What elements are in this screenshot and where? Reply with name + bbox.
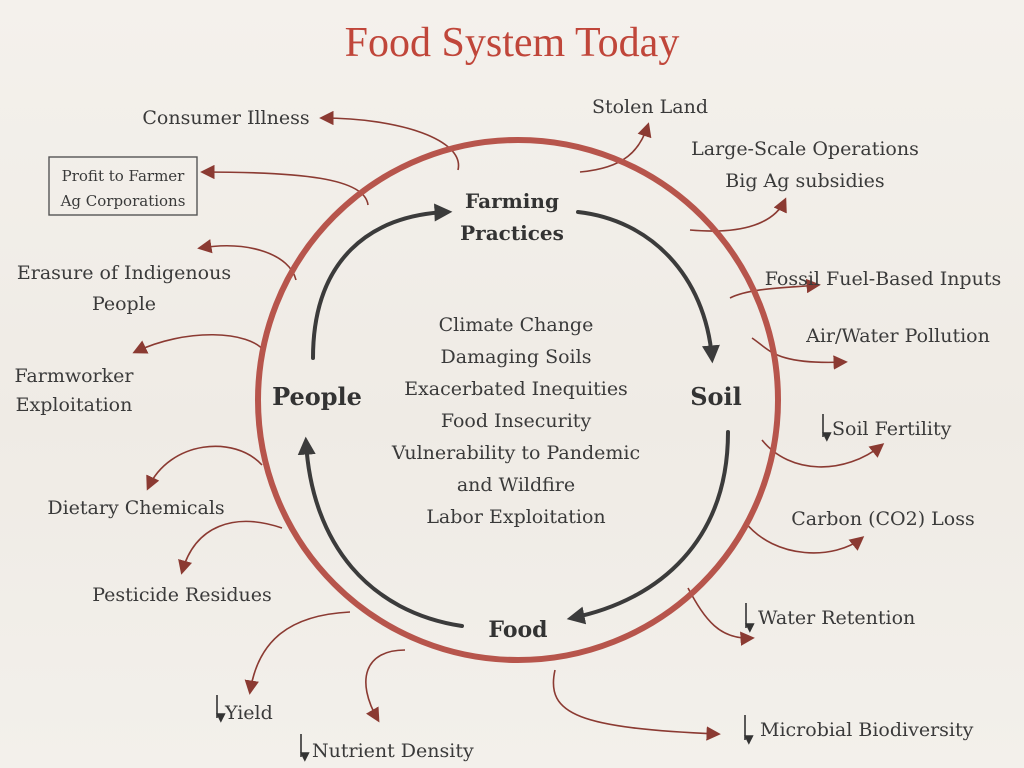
arrow-people-to-farming xyxy=(311,203,453,360)
label-large-scale-2: Big Ag subsidies xyxy=(725,170,884,192)
center-item: and Wildfire xyxy=(457,474,575,496)
branch-large-scale xyxy=(689,197,787,232)
label-fossil-fuel: Fossil Fuel-Based Inputs xyxy=(765,268,1001,290)
branch-consumer-illness xyxy=(319,110,460,171)
label-farmworker-2: Exploitation xyxy=(16,394,133,416)
label-consumer-illness: Consumer Illness xyxy=(142,107,309,129)
label-carbon-loss: Carbon (CO2) Loss xyxy=(791,508,974,530)
cycle-ring xyxy=(255,137,781,663)
label-nutrient-density: Nutrient Density xyxy=(312,740,474,762)
branch-dietary xyxy=(146,445,263,491)
branch-arrows xyxy=(132,110,885,741)
label-farmworker-1: Farmworker xyxy=(15,365,135,387)
branch-microbial xyxy=(552,669,721,741)
label-erasure-2: People xyxy=(92,293,156,315)
center-item: Food Insecurity xyxy=(441,410,592,432)
center-item: Exacerbated Inequities xyxy=(404,378,628,400)
branch-air-water xyxy=(751,337,848,370)
center-item: Climate Change xyxy=(439,314,594,336)
branch-stolen-land xyxy=(579,122,652,173)
branch-carbon xyxy=(744,521,865,554)
center-item: Vulnerability to Pandemic xyxy=(391,442,640,464)
node-food: Food xyxy=(488,617,547,643)
page-title: Food System Today xyxy=(345,20,680,66)
label-profit-2: Ag Corporations xyxy=(60,192,186,210)
label-large-scale-1: Large-Scale Operations xyxy=(691,138,919,160)
branch-soil-fertility xyxy=(761,439,885,468)
arrow-farming-to-soil xyxy=(576,210,720,364)
center-item: Damaging Soils xyxy=(441,346,592,368)
branch-water-retention xyxy=(687,587,755,646)
arrow-food-to-people xyxy=(297,436,464,628)
center-issues: Climate Change Damaging Soils Exacerbate… xyxy=(391,314,640,528)
label-pesticide-residues: Pesticide Residues xyxy=(92,584,272,606)
branch-farmworker xyxy=(132,333,266,354)
label-profit-1: Profit to Farmer xyxy=(62,167,186,185)
label-water-retention: Water Retention xyxy=(758,607,915,629)
node-soil: Soil xyxy=(690,382,742,411)
label-microbial: Microbial Biodiversity xyxy=(760,719,974,741)
label-yield: Yield xyxy=(224,702,273,724)
label-soil-fertility: Soil Fertility xyxy=(832,418,952,440)
branch-profit xyxy=(200,164,369,206)
cycle-arrows xyxy=(297,203,730,628)
profit-box xyxy=(48,156,198,216)
center-item: Labor Exploitation xyxy=(426,506,605,528)
branch-yield xyxy=(244,611,351,695)
branch-nutrient xyxy=(365,649,406,723)
label-dietary-chemicals: Dietary Chemicals xyxy=(47,497,224,519)
arrow-soil-to-food xyxy=(566,430,730,625)
node-farming-practices-1: Farming xyxy=(465,189,559,213)
branch-pesticide xyxy=(178,520,283,575)
node-people: People xyxy=(272,382,362,411)
label-air-water: Air/Water Pollution xyxy=(805,325,990,347)
label-stolen-land: Stolen Land xyxy=(592,96,708,118)
label-erasure-1: Erasure of Indigenous xyxy=(17,262,231,284)
branch-fossil-fuel xyxy=(729,278,821,299)
node-farming-practices-2: Practices xyxy=(460,221,564,245)
